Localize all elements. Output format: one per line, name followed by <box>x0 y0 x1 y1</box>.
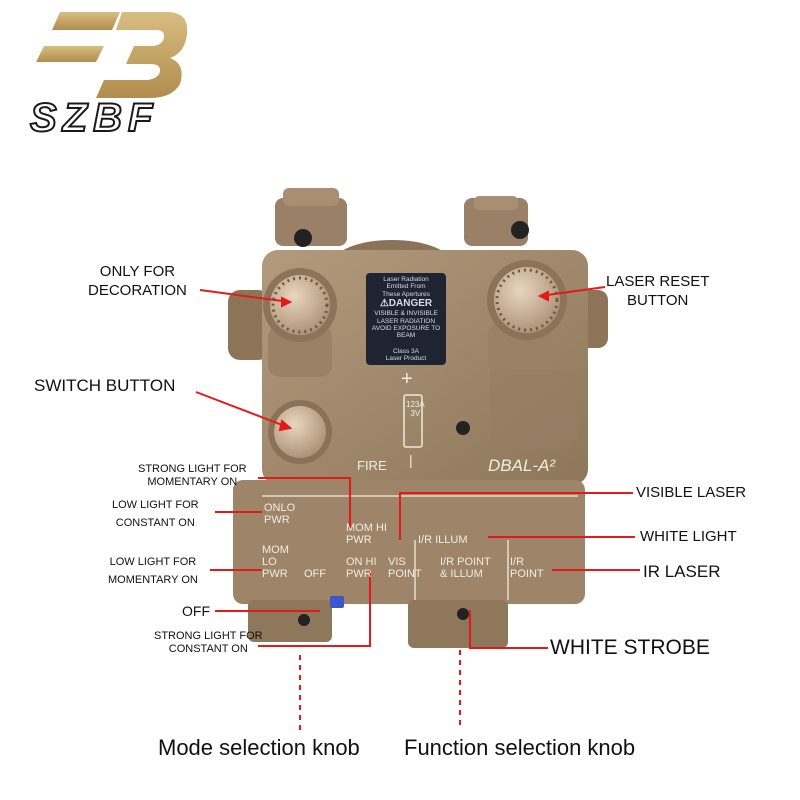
function-ir-illum: I/R ILLUM <box>418 534 468 546</box>
left-side-knob <box>228 290 270 360</box>
label-white-light: WHITE LIGHT <box>640 528 737 545</box>
danger-label <box>366 273 446 365</box>
fire-label: FIRE <box>357 458 387 473</box>
body-screw <box>456 421 470 435</box>
switch-button[interactable] <box>268 400 332 464</box>
label-ir-laser: IR LASER <box>643 562 721 581</box>
caption-function-selection-knob: Function selection knob <box>404 735 636 760</box>
battery-marking <box>403 394 423 448</box>
caption-mode-selection-knob: Mode selection knob <box>158 735 360 760</box>
decoration-button[interactable] <box>263 268 337 377</box>
label-visible-laser: VISIBLE LASER <box>636 484 747 501</box>
mode-off: OFF <box>304 568 326 580</box>
blue-detail <box>330 596 344 608</box>
function-ir-point-illum: I/R POINT& ILLUM <box>440 556 491 580</box>
battery-plus: + <box>401 368 413 390</box>
annotation-arrows <box>195 286 640 649</box>
right-panel <box>490 370 580 450</box>
function-knob-body <box>408 600 508 648</box>
danger-label-text: Laser Radiation Emitted From These Apert… <box>371 276 441 363</box>
label-off: OFF <box>182 603 210 619</box>
model-label: DBAL-A² <box>488 456 556 475</box>
battery-minus: | <box>409 452 413 468</box>
brand-logo-mark <box>36 12 188 98</box>
brand-logo-text: SZBF <box>29 95 159 141</box>
laser-reset-button[interactable] <box>487 260 567 374</box>
label-white-strobe: WHITE STROBE <box>550 636 710 659</box>
label-switch-button: SWITCH BUTTON <box>34 376 176 395</box>
knob-dashed-lines <box>299 650 461 730</box>
lower-body <box>233 480 585 604</box>
